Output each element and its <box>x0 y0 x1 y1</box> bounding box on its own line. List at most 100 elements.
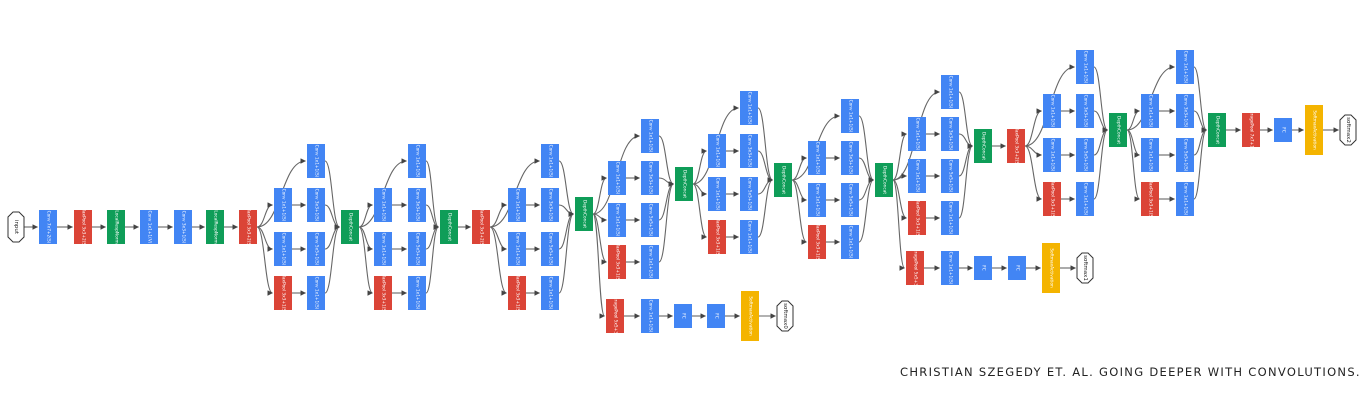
conv-box <box>1076 94 1094 128</box>
softmax-box <box>741 291 759 341</box>
node-label: Conv 3x3+1(S) <box>948 118 954 151</box>
pool-box <box>708 220 726 254</box>
conv-box <box>841 183 859 217</box>
node-label: Conv 1x1+1(S) <box>1148 139 1154 172</box>
conv-box <box>941 117 959 151</box>
node-f-c3: Conv 1x1+1(S) <box>808 183 826 217</box>
node-label: Conv 3x3+1(S) <box>1183 95 1189 128</box>
node-h-o2: Conv 3x3+1(S) <box>1076 94 1094 128</box>
node-label: Conv 1x1+1(S) <box>615 204 621 237</box>
node-label: DepthConcat <box>882 166 888 194</box>
node-d-o2: Conv 3x3+1(S) <box>641 161 659 195</box>
node-b-o2: Conv 3x3+1(S) <box>408 188 426 222</box>
node-label: Conv 1x1+1(V) <box>147 211 153 244</box>
conv-box <box>274 188 292 222</box>
node-label: Conv 1x1+1(S) <box>1050 139 1056 172</box>
node-c-o1: Conv 1x1+1(S) <box>541 144 559 178</box>
concat-box <box>1208 113 1226 147</box>
node-label: Conv 1x1+1(S) <box>548 145 554 178</box>
edge-mp4-to-h_c2 <box>1024 108 1042 147</box>
pool-box <box>374 276 392 310</box>
conv-box <box>307 188 325 222</box>
node-label: DepthConcat <box>348 213 354 241</box>
node-e-cat: DepthConcat <box>774 163 792 197</box>
node-label: Conv 5x5+1(S) <box>1183 139 1189 172</box>
node-label: DepthConcat <box>682 170 688 198</box>
node-s4: Conv 1x1+1(V) <box>140 210 158 244</box>
node-label: SoftmaxActivation <box>1312 110 1318 150</box>
node-label: Conv 5x5+1(S) <box>1083 139 1089 172</box>
node-label: Conv 1x1+1(S) <box>1083 51 1089 84</box>
node-label: MaxPool 3x3+2(S) <box>479 207 485 247</box>
node-label: Conv 3x3+1(S) <box>548 189 554 222</box>
edge-d_cat-to-e_p <box>692 183 708 240</box>
conv-box <box>1141 94 1159 128</box>
node-a-cat: DepthConcat <box>341 210 359 244</box>
node-label: FC <box>1281 127 1287 132</box>
node-f-p: MaxPool 3x3+1(S) <box>808 222 826 262</box>
node-label: Conv 1x1+1(S) <box>648 246 654 279</box>
node-label: Conv 1x1+1(S) <box>1050 95 1056 128</box>
node-h-o1: Conv 1x1+1(S) <box>1076 50 1094 84</box>
concat-box <box>675 167 693 201</box>
edge-h_cat-to-i_p <box>1126 129 1141 202</box>
conv-box <box>408 188 426 222</box>
node-f-o2: Conv 3x3+1(S) <box>841 141 859 175</box>
node-x1-cv: Conv 1x1+1(S) <box>941 251 959 285</box>
edge-c_o4-to-c_cat <box>558 211 575 294</box>
node-label: MaxPool 3x3+1(S) <box>381 273 387 313</box>
node-g-o1: Conv 1x1+1(S) <box>941 75 959 109</box>
node-label: Conv 1x1+1(S) <box>715 135 721 168</box>
node-h-c2: Conv 1x1+1(S) <box>1043 94 1061 128</box>
conv-box <box>1008 256 1026 280</box>
node-label: softmax1 <box>1082 255 1088 281</box>
node-e-p: MaxPool 3x3+1(S) <box>708 217 726 257</box>
concat-box <box>440 210 458 244</box>
node-h-o4: Conv 1x1+1(S) <box>1076 182 1094 216</box>
edge-c_o3-to-c_cat <box>558 211 574 250</box>
edge-a_cat-to-b_p <box>358 226 374 296</box>
node-x0-out: softmax0 <box>776 300 794 332</box>
conv-box <box>1141 138 1159 172</box>
node-label: Conv 5x5+1(S) <box>648 204 654 237</box>
conv-box <box>1076 182 1094 216</box>
conv-box <box>941 251 959 285</box>
concat-box <box>1109 113 1127 147</box>
conv-box <box>608 203 626 237</box>
conv-box <box>908 159 926 193</box>
edge-g_o4-to-g_cat <box>958 143 974 219</box>
node-a-c3: Conv 1x1+1(S) <box>274 232 292 266</box>
node-e-o2: Conv 3x3+1(S) <box>740 134 758 168</box>
edge-h_cat-to-i_c2 <box>1126 108 1140 131</box>
conv-box <box>508 232 526 266</box>
node-b-p: MaxPool 3x3+1(S) <box>374 273 392 313</box>
edge-a_cat-to-b_c2 <box>358 202 373 228</box>
edge-s7-to-a_c2 <box>256 202 273 228</box>
pool-box <box>1141 182 1159 216</box>
node-b-c3: Conv 1x1+1(S) <box>374 232 392 266</box>
node-b-cat: DepthConcat <box>440 210 458 244</box>
pool-box <box>472 210 490 244</box>
edge-f_cat-to-g_c3 <box>892 173 907 181</box>
node-i-o4: Conv 1x1+1(S) <box>1176 182 1194 216</box>
node-label: Conv 5x5+1(S) <box>848 184 854 217</box>
node-label: SoftmaxActivation <box>748 296 754 336</box>
node-label: Conv 3x3+1(S) <box>648 162 654 195</box>
conv-box <box>408 144 426 178</box>
node-label: DepthConcat <box>1215 116 1221 144</box>
node-d-c2: Conv 1x1+1(S) <box>608 161 626 195</box>
edge-c_cat-to-x0_ap <box>592 213 606 319</box>
node-label: Conv 1x1+1(S) <box>1183 51 1189 84</box>
node-label: AveragePool 5x5+3(V) <box>613 292 619 341</box>
node-label: Conv 3x3+1(S) <box>314 189 320 222</box>
conv-box <box>508 188 526 222</box>
node-label: MaxPool 3x3+2(S) <box>246 207 252 247</box>
concat-box <box>875 163 893 197</box>
node-b-o3: Conv 5x5+1(S) <box>408 232 426 266</box>
node-x1-f2: FC <box>1008 256 1026 280</box>
node-label: Conv 5x5+1(S) <box>747 178 753 211</box>
node-label: Conv 1x1+1(S) <box>815 184 821 217</box>
node-x0-ap: AveragePool 5x5+3(V) <box>606 292 624 341</box>
conv-box <box>1076 138 1094 172</box>
